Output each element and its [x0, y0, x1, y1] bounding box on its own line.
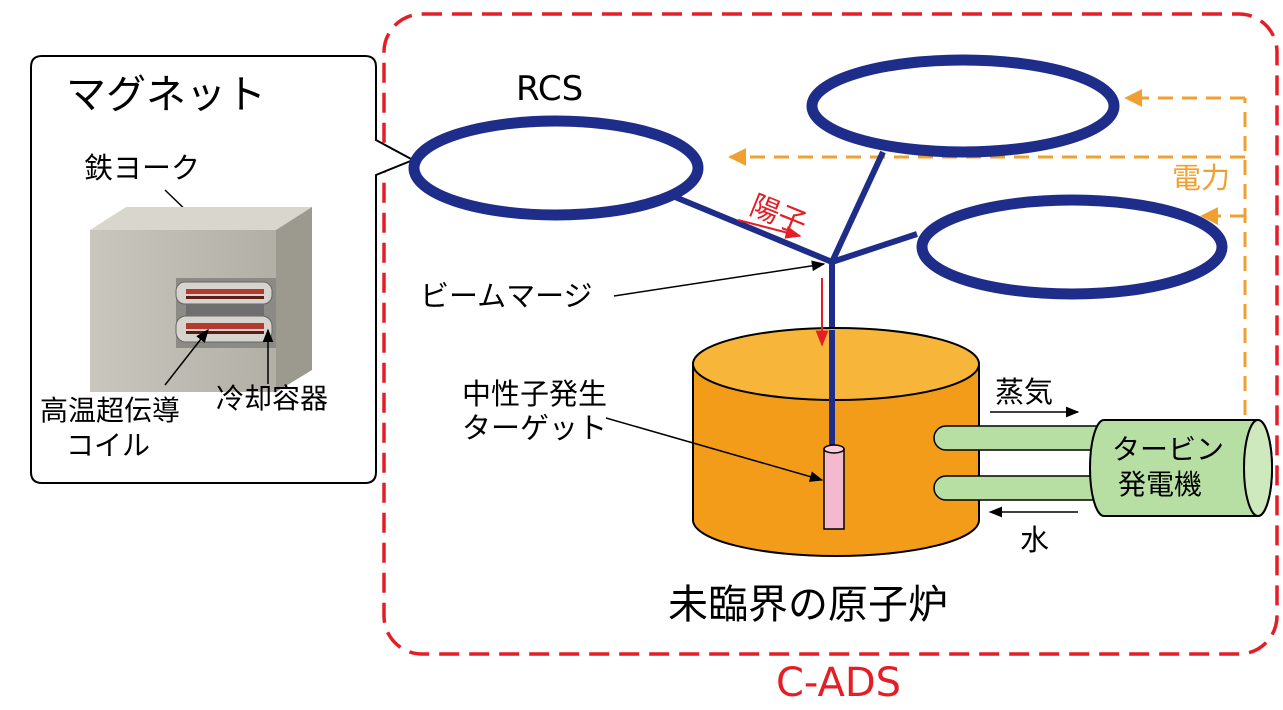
water-pipe: [933, 475, 1115, 501]
magnet-title: マグネット: [66, 72, 266, 118]
proton-arrow: [737, 219, 802, 239]
iron-yoke-label: 鉄ヨーク: [84, 151, 200, 185]
rcs-ring-left: [408, 115, 704, 221]
target-pointer: [605, 417, 824, 482]
target-label-line2: ターゲット: [462, 411, 607, 445]
rcs-ring-right: [916, 194, 1228, 300]
water-label: 水: [1020, 523, 1049, 557]
c-ads-boundary: [382, 12, 1279, 656]
hts-coil-label-line1: 高温超伝導: [40, 394, 180, 427]
beam-merge-label: ビームマージ: [420, 279, 593, 313]
cooling-vessel-label: 冷却容器: [216, 382, 328, 415]
beam-merge-pointer: [613, 260, 826, 297]
reactor-label: 未臨界の原子炉: [668, 582, 948, 628]
turbine-generator: [1089, 419, 1273, 517]
rcs-ring-top: [806, 54, 1120, 158]
power-lines: [728, 89, 1247, 415]
steam-pipe: [933, 425, 1115, 451]
target-label-line1: 中性子発生: [462, 377, 607, 411]
hts-coil-label-line2: コイル: [66, 429, 150, 462]
rcs-label: RCS: [516, 69, 583, 109]
neutron-target: [823, 444, 845, 530]
turbine-label-line1: タービン: [1112, 433, 1224, 466]
power-label: 電力: [1172, 161, 1230, 195]
magnet-callout: マグネット 鉄ヨーク 高温超伝導 コイル 冷却容器: [30, 55, 416, 484]
magnet-illustration: [90, 207, 312, 392]
steam-label: 蒸気: [995, 375, 1053, 409]
turbine-label-line2: 発電機: [1118, 468, 1202, 501]
c-ads-label: C-ADS: [776, 660, 901, 706]
hts-coil-pointer: [164, 328, 209, 386]
